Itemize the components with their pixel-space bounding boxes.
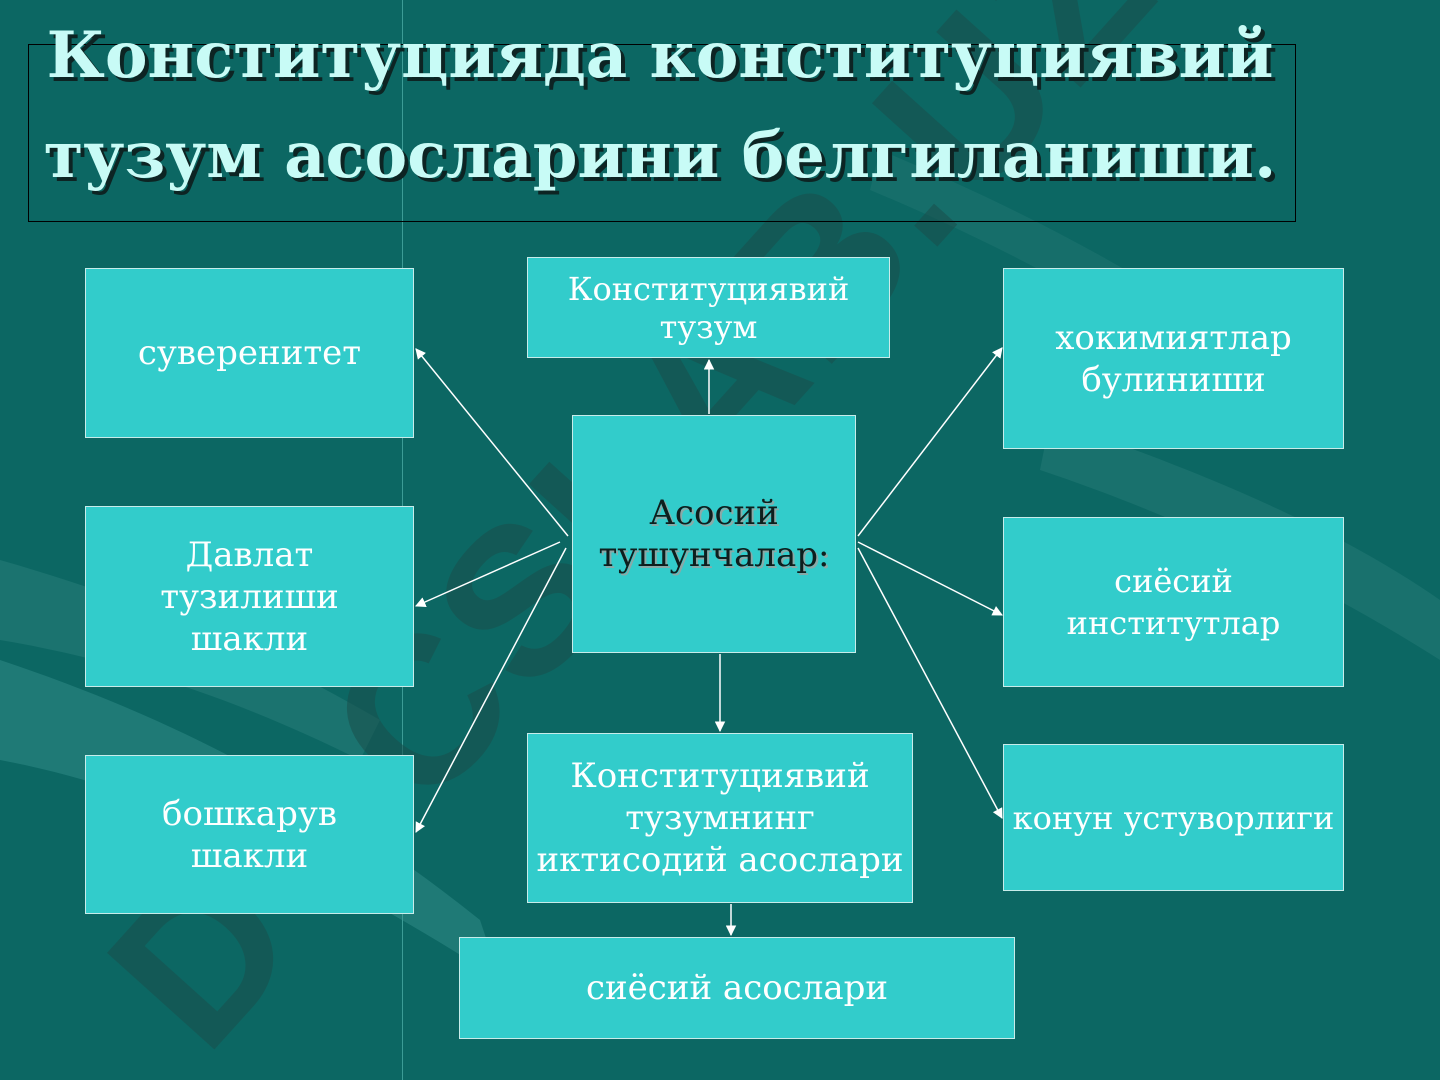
node-right2-label: сиёсий институтлар	[1066, 562, 1281, 642]
node-bottom1: Конституциявий тузумнинг иктисодий асосл…	[527, 733, 913, 903]
node-top-label: Конституциявий тузум	[567, 269, 850, 346]
node-center-label: Асосий тушунчалар:	[598, 493, 830, 575]
node-bottom2: сиёсий асослари	[459, 937, 1015, 1039]
node-bottom1-label: Конституциявий тузумнинг иктисодий асосл…	[536, 756, 904, 880]
node-left3-label: бошкарув шакли	[162, 793, 337, 876]
node-left2: Давлат тузилиши шакли	[85, 506, 414, 687]
title-frame	[28, 44, 1296, 222]
node-top: Конституциявий тузум	[527, 257, 890, 358]
node-right3: конун устуворлиги	[1003, 744, 1344, 891]
node-left1: суверенитет	[85, 268, 414, 438]
page-title: Конституцияда конституциявий тузум асосл…	[43, 18, 1277, 193]
node-left2-label: Давлат тузилиши шакли	[160, 534, 339, 659]
node-right1-label: хокимиятлар булиниши	[1055, 317, 1292, 400]
node-right2: сиёсий институтлар	[1003, 517, 1344, 687]
node-center: Асосий тушунчалар:	[572, 415, 856, 653]
node-right3-label: конун устуворлиги	[1012, 798, 1335, 837]
node-bottom2-label: сиёсий асослари	[585, 968, 889, 1008]
node-left3: бошкарув шакли	[85, 755, 414, 914]
node-left1-label: суверенитет	[137, 333, 362, 373]
node-right1: хокимиятлар булиниши	[1003, 268, 1344, 449]
